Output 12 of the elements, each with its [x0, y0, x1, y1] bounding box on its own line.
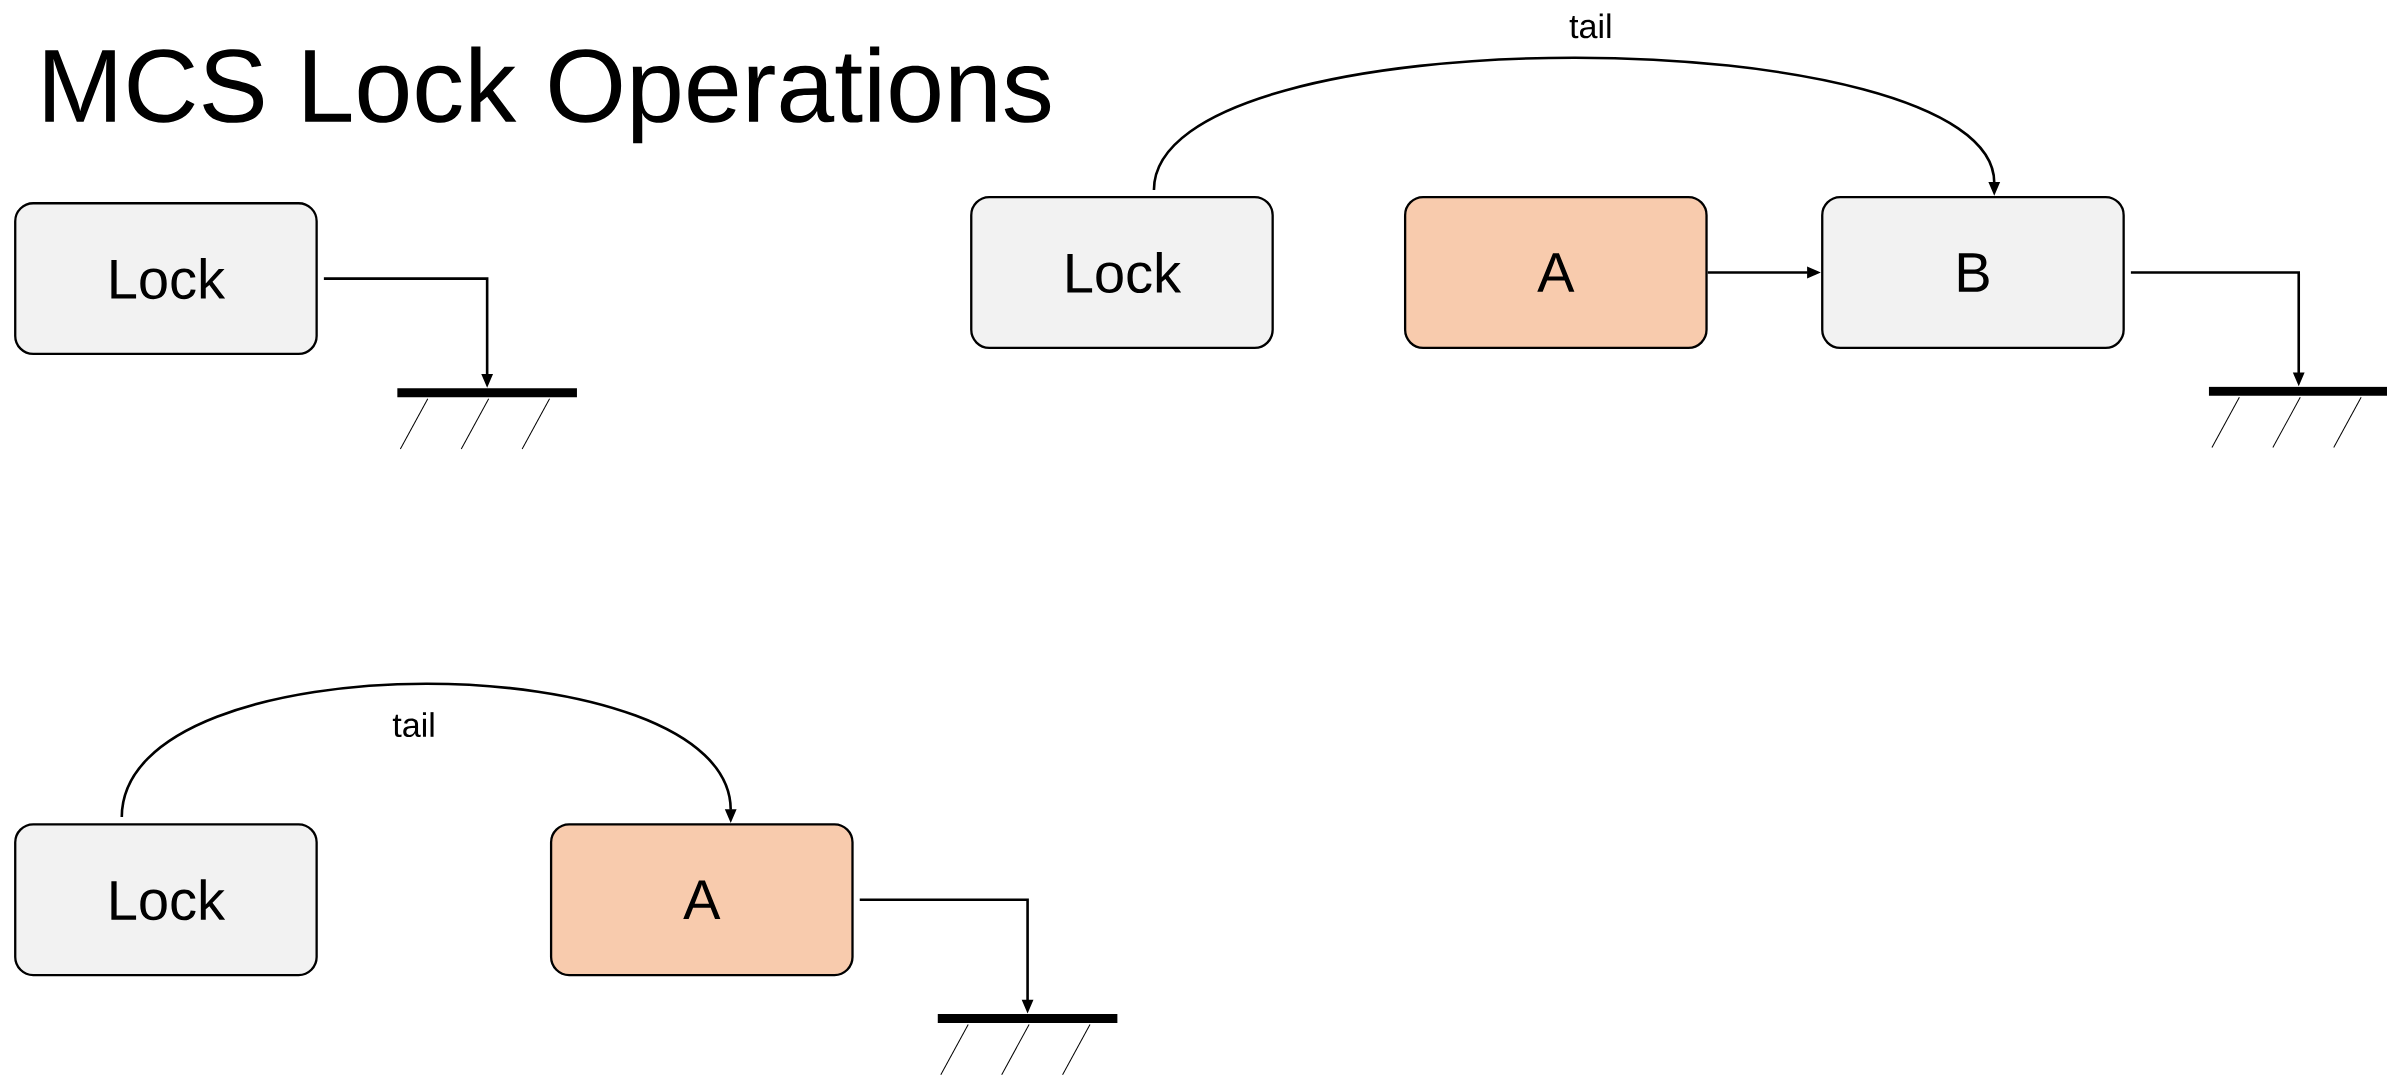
- ground-symbol: [2208, 386, 2387, 448]
- ground-symbol: [937, 1013, 1118, 1076]
- process-box: Lock: [14, 823, 318, 977]
- ground-symbol: [397, 388, 577, 450]
- process-box: A: [1404, 195, 1708, 349]
- title: MCS Lock Operations: [45, 46, 1051, 144]
- edge-label: tail: [390, 710, 438, 739]
- process-box: Lock: [14, 201, 318, 355]
- process-box: A: [549, 823, 854, 977]
- process-box: Lock: [970, 195, 1274, 349]
- process-box: B: [1821, 195, 2125, 349]
- edge-label: tail: [1567, 11, 1615, 41]
